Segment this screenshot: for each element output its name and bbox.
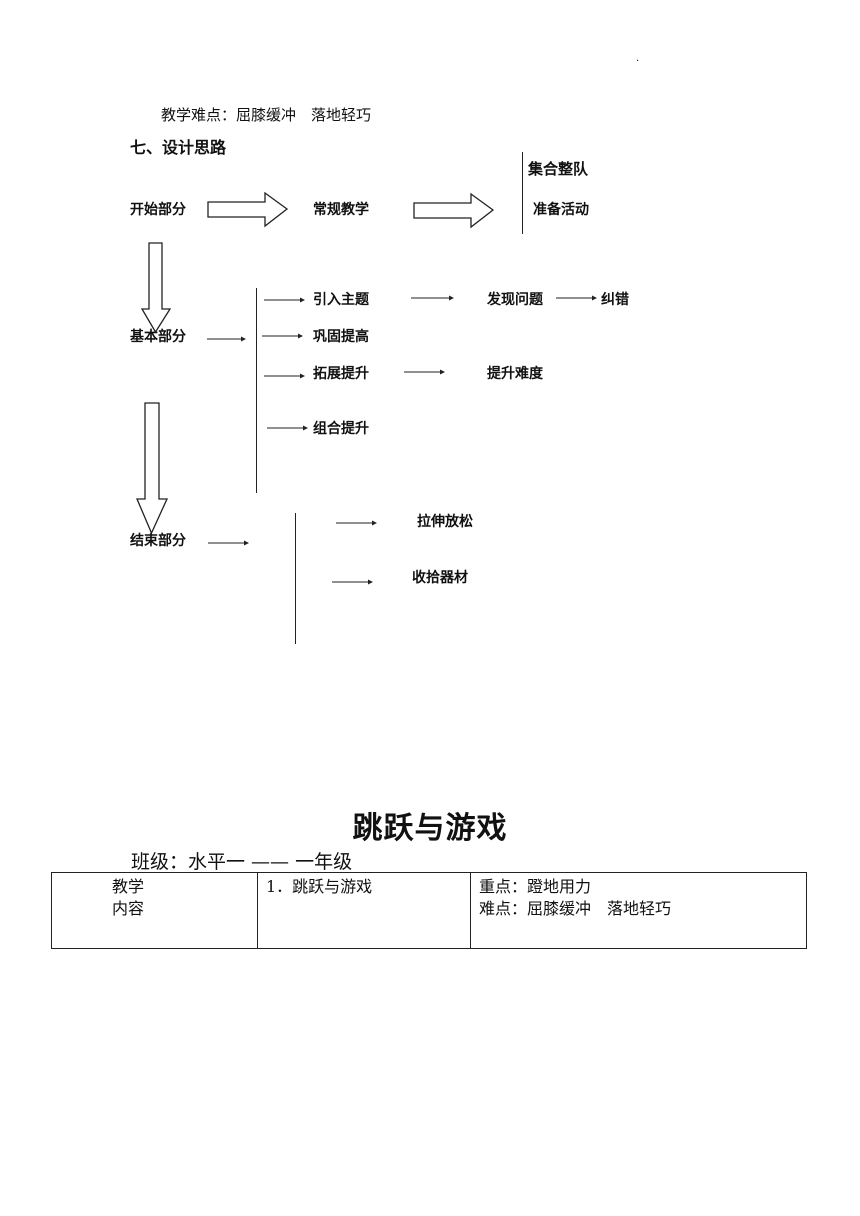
basic-item-consolidate: 巩固提高 (313, 329, 369, 345)
basic-row2-arrow (262, 333, 303, 339)
end-row2-arrow (332, 579, 373, 585)
start-bracket-line (522, 152, 523, 234)
basic-item-correct: 纠错 (601, 292, 629, 308)
lesson-title: 跳跃与游戏 (352, 811, 508, 846)
basic-item-find-problem: 发现问题 (487, 292, 543, 308)
table-header-line-2: 内容 (112, 899, 145, 918)
section-title: 七、设计思路 (130, 138, 227, 157)
start-hollow-arrow-1 (207, 191, 289, 228)
basic-row1-next-arrow (411, 295, 454, 301)
down-hollow-arrow-1 (140, 242, 172, 334)
start-part-label: 开始部分 (130, 202, 186, 218)
basic-part-label: 基本部分 (130, 329, 186, 345)
basic-row3-arrow (264, 373, 305, 379)
end-bracket-line (295, 513, 296, 644)
basic-item-expand: 拓展提升 (313, 366, 369, 382)
difficulty-line: 教学难点：屈膝缓冲 落地轻巧 (161, 106, 372, 124)
table-header-line-1: 教学 (112, 877, 145, 896)
end-item-tidy-equipment: 收拾器材 (412, 570, 468, 586)
start-item-assemble: 集合整队 (528, 160, 589, 178)
table-difficulty: 难点：屈膝缓冲 落地轻巧 (479, 899, 672, 918)
lesson-table: 教学 内容 1．跳跃与游戏 重点：蹬地用力 难点：屈膝缓冲 落地轻巧 (51, 872, 807, 949)
table-cell-header: 教学 内容 (51, 872, 258, 949)
basic-row3-next-arrow (404, 369, 445, 375)
basic-row1-arrow (264, 297, 305, 303)
end-item-stretch: 拉伸放松 (417, 514, 473, 530)
basic-item-combine: 组合提升 (313, 421, 369, 437)
down-hollow-arrow-2 (136, 402, 169, 535)
table-keypoint: 重点：蹬地用力 (479, 877, 592, 896)
end-main-arrow (208, 540, 249, 546)
table-cell-content: 1．跳跃与游戏 (257, 872, 471, 949)
end-row1-arrow (336, 520, 377, 526)
table-row: 教学 内容 1．跳跃与游戏 重点：蹬地用力 难点：屈膝缓冲 落地轻巧 (51, 872, 807, 949)
class-line: 班级：水平一 —— 一年级 (131, 851, 353, 873)
basic-item-intro: 引入主题 (313, 292, 369, 308)
start-item-warmup: 准备活动 (533, 202, 589, 218)
basic-bracket-line (256, 288, 257, 493)
basic-main-arrow (207, 336, 246, 342)
start-hollow-arrow-2 (413, 192, 495, 229)
header-mark: · (636, 56, 640, 67)
basic-row1-after-arrow (556, 295, 597, 301)
table-content-text: 1．跳跃与游戏 (266, 877, 373, 896)
routine-teaching-label: 常规教学 (313, 202, 369, 218)
basic-row4-arrow (267, 425, 308, 431)
basic-item-raise-difficulty: 提升难度 (487, 366, 543, 382)
end-part-label: 结束部分 (130, 533, 186, 549)
table-cell-keypoints: 重点：蹬地用力 难点：屈膝缓冲 落地轻巧 (470, 872, 807, 949)
